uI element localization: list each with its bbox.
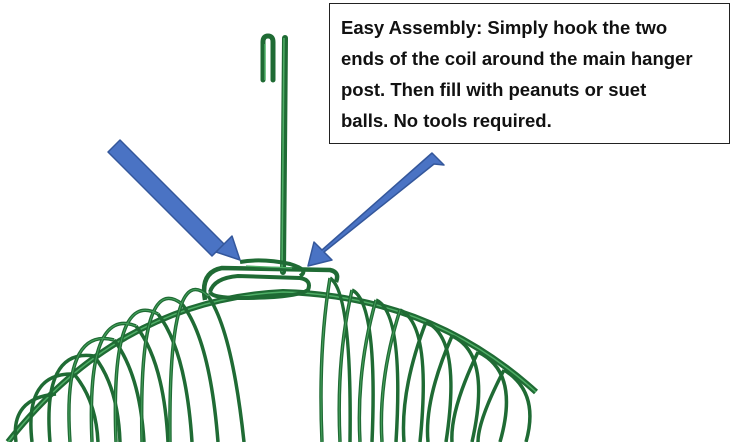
assembly-instructions-text: Easy Assembly: Simply hook the two ends … xyxy=(341,17,693,131)
left-arrow-icon xyxy=(107,139,241,261)
assembly-callout: Easy Assembly: Simply hook the two ends … xyxy=(329,3,730,144)
hanger-post xyxy=(260,33,288,275)
right-arrow-icon xyxy=(307,152,445,267)
coil-hook-junction xyxy=(201,258,340,301)
coil-left xyxy=(13,287,246,442)
feeder-hoop xyxy=(5,288,539,442)
